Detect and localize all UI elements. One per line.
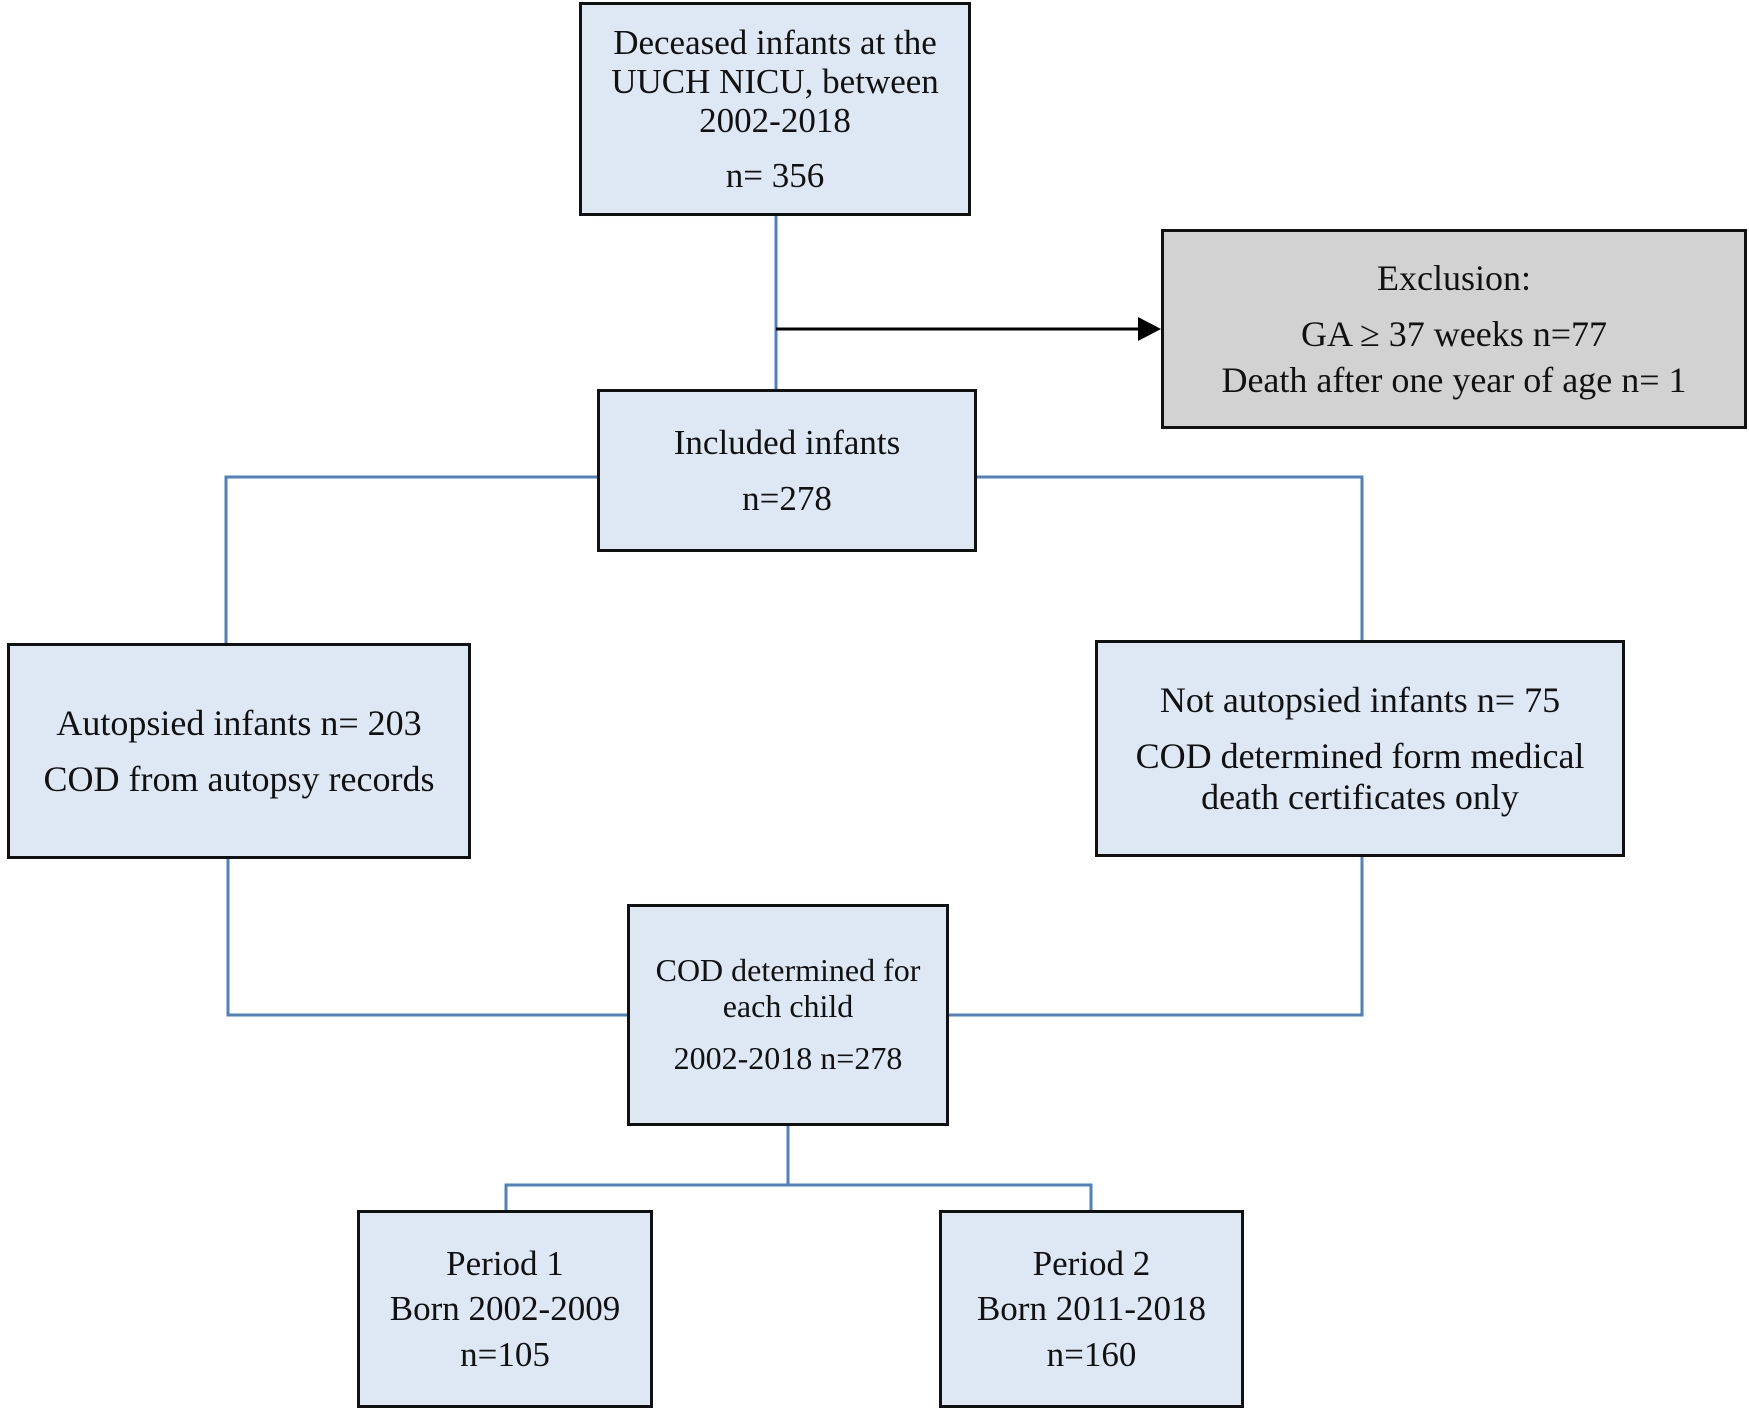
arrow-exclusion-head xyxy=(1138,317,1161,341)
not-autopsied-cod-2: death certificates only xyxy=(1201,776,1519,817)
included-title: Included infants xyxy=(673,423,901,463)
connector-included-to-not-autopsied xyxy=(977,475,1364,640)
period1-count: n=105 xyxy=(460,1334,550,1374)
box-period-2: Period 2 Born 2011-2018 n=160 xyxy=(939,1210,1244,1408)
box-exclusion: Exclusion: GA ≥ 37 weeks n=77 Death afte… xyxy=(1161,229,1747,429)
autopsied-title: Autopsied infants n= 203 xyxy=(56,702,422,743)
not-autopsied-title: Not autopsied infants n= 75 xyxy=(1159,680,1561,721)
connector-autopsied-to-cod xyxy=(226,859,627,1017)
box-cod-determined: COD determined for each child 2002-2018 … xyxy=(627,904,949,1126)
exclusion-death: Death after one year of age n= 1 xyxy=(1221,360,1687,401)
exclusion-title: Exclusion: xyxy=(1377,257,1531,298)
box-period-1: Period 1 Born 2002-2009 n=105 xyxy=(357,1210,653,1408)
not-autopsied-cod-1: COD determined form medical xyxy=(1135,736,1585,777)
box-not-autopsied-infants: Not autopsied infants n= 75 COD determin… xyxy=(1095,640,1625,857)
connector-included-to-autopsied xyxy=(224,475,597,643)
cod-line-3: 2002-2018 n=278 xyxy=(673,1039,903,1076)
included-count: n=278 xyxy=(742,478,832,518)
period2-born: Born 2011-2018 xyxy=(976,1289,1207,1329)
period1-born: Born 2002-2009 xyxy=(389,1289,621,1329)
box-autopsied-infants: Autopsied infants n= 203 COD from autops… xyxy=(7,643,471,859)
period2-title: Period 2 xyxy=(1032,1244,1151,1284)
box-deceased-infants: Deceased infants at the UUCH NICU, betwe… xyxy=(579,2,971,216)
period2-count: n=160 xyxy=(1046,1334,1137,1374)
autopsied-cod: COD from autopsy records xyxy=(43,759,435,799)
deceased-line-2: UUCH NICU, between xyxy=(611,61,939,101)
deceased-count: n= 356 xyxy=(725,156,825,196)
deceased-line-3: 2002-2018 xyxy=(699,101,851,140)
box-included-infants: Included infants n=278 xyxy=(597,389,977,552)
period1-title: Period 1 xyxy=(446,1244,564,1284)
exclusion-ga: GA ≥ 37 weeks n=77 xyxy=(1300,313,1608,354)
deceased-line-1: Deceased infants at the xyxy=(613,22,937,62)
cod-line-2: each child xyxy=(722,988,854,1025)
connector-not-autopsied-to-cod xyxy=(949,857,1364,1017)
cod-line-1: COD determined for xyxy=(655,952,921,989)
connector-cod-branch xyxy=(504,1183,1093,1210)
